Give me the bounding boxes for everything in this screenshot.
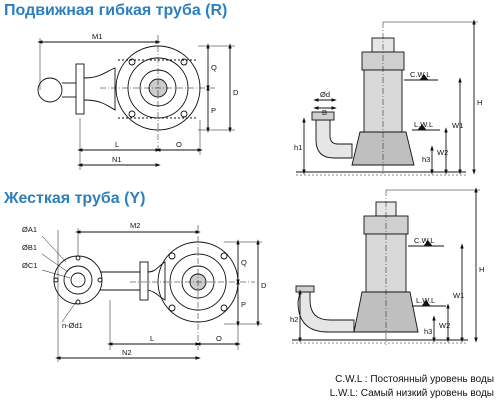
label-o: O xyxy=(176,140,182,149)
plan-view-flexible xyxy=(37,35,235,170)
side-view-flexible xyxy=(296,19,478,176)
label-d-bottom: D xyxy=(261,281,267,290)
label-w2-bottom: W2 xyxy=(439,321,450,330)
legend-lwl: L.W.L: Самый низкий уровень воды xyxy=(329,388,494,399)
label-lwl-top: L.W.L xyxy=(414,120,433,129)
label-w1-top: W1 xyxy=(452,121,463,130)
label-h2: h2 xyxy=(290,315,298,324)
label-d: D xyxy=(233,88,239,97)
title-flexible-pipe: Подвижная гибкая труба (R) xyxy=(4,2,228,19)
discharge-flange xyxy=(75,63,85,115)
label-q-bottom: Q xyxy=(241,258,247,267)
label-n1: N1 xyxy=(112,155,122,164)
label-h1: h1 xyxy=(294,143,302,152)
label-phi-d: Ød xyxy=(320,90,330,99)
label-n2: N2 xyxy=(122,348,132,357)
label-phi-a1: ØA1 xyxy=(22,225,37,234)
title-rigid-pipe: Жесткая труба (Y) xyxy=(4,190,146,207)
label-l-bottom: L xyxy=(150,334,154,343)
label-b: B xyxy=(322,108,327,117)
label-p-bottom: P xyxy=(241,300,246,309)
side-view-rigid xyxy=(292,187,480,345)
flange-outline xyxy=(53,255,103,305)
label-h3-bottom: h3 xyxy=(424,327,432,336)
label-p: P xyxy=(211,106,216,115)
label-cwl-top: C.W.L xyxy=(410,70,430,79)
legend-cwl: C.W.L : Постоянный уровень воды xyxy=(335,374,494,385)
label-h-top: H xyxy=(477,98,482,107)
label-w2-top: W2 xyxy=(437,148,448,157)
label-h-bottom: H xyxy=(479,265,484,274)
label-n-phi-d1: n-Ød1 xyxy=(62,321,83,330)
label-phi-b1: ØB1 xyxy=(22,243,37,252)
label-m1: M1 xyxy=(92,32,102,41)
label-phi-c1: ØC1 xyxy=(22,261,37,270)
label-h3-top: h3 xyxy=(422,155,430,164)
label-cwl-bottom: C.W.L xyxy=(414,236,434,245)
label-q: Q xyxy=(211,63,217,72)
label-l: L xyxy=(115,140,119,149)
discharge-pipe-circle xyxy=(37,77,63,103)
discharge-elbow xyxy=(315,119,353,159)
label-lwl-bottom: L.W.L xyxy=(416,296,435,305)
label-o-bottom: O xyxy=(216,334,222,343)
label-m2: M2 xyxy=(130,221,140,230)
plan-view-rigid xyxy=(41,225,262,362)
label-w1-bottom: W1 xyxy=(453,291,464,300)
